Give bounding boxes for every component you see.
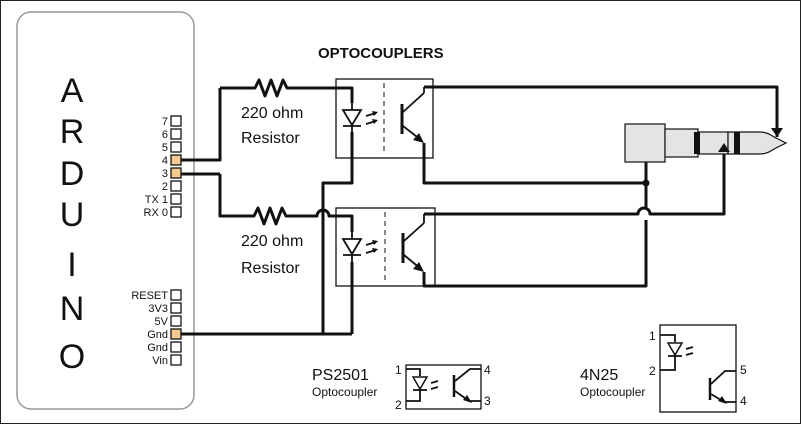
optocoupler-bottom <box>335 207 436 287</box>
pin-label-gnd: Gnd <box>147 342 168 354</box>
pin-gnd-1 <box>170 328 182 340</box>
pin-label-reset: RESET <box>131 290 168 302</box>
pin-label-3v3: 3V3 <box>148 303 168 315</box>
resistor-top-name: Resistor <box>241 130 300 147</box>
pin-reset <box>170 289 182 301</box>
optocoupler-top <box>335 78 434 159</box>
resistor-bottom-name: Resistor <box>241 260 300 277</box>
pin-gnd-2 <box>170 341 182 353</box>
arduino-board: A R D U I N O 7 6 5 4 3 2 TX 1 RX 0 RES <box>16 11 195 410</box>
ps2501-pin-2: 2 <box>395 398 402 412</box>
ps2501-legend: PS2501 Optocoupler 1 2 3 4 <box>312 363 491 412</box>
pin-vin <box>170 354 182 366</box>
audio-jack <box>624 123 788 187</box>
pin-label-5v: 5V <box>155 316 169 328</box>
4n25-name: 4N25 <box>580 367 618 384</box>
pin-label-3: 3 <box>162 168 168 180</box>
ps2501-pin-1: 1 <box>395 363 402 377</box>
4n25-type: Optocoupler <box>580 385 645 399</box>
resistor-bottom-value: 220 ohm <box>241 233 303 250</box>
4n25-pin-1: 1 <box>649 329 656 343</box>
power-pin-header: RESET 3V3 5V Gnd Gnd Vin <box>131 289 182 367</box>
pin-3v3 <box>170 302 182 314</box>
pin-label-5: 5 <box>162 142 168 154</box>
optocouplers-title: OPTOCOUPLERS <box>318 45 444 62</box>
pin-5v <box>170 315 182 327</box>
arduino-letter: O <box>59 338 85 376</box>
pin-label-vin: Vin <box>152 355 168 367</box>
4n25-pin-5: 5 <box>740 363 747 377</box>
pin-label-4: 4 <box>162 155 168 167</box>
4n25-pin-2: 2 <box>649 364 656 378</box>
pin-label-gnd: Gnd <box>147 329 168 341</box>
pin-5 <box>170 141 182 153</box>
pin-label-tx1: TX 1 <box>145 194 168 206</box>
ps2501-name: PS2501 <box>312 367 369 384</box>
pin-2 <box>170 180 182 192</box>
wiring <box>181 85 779 336</box>
arduino-letter: I <box>67 246 76 284</box>
arduino-letter: N <box>60 290 85 328</box>
pin-label-6: 6 <box>162 129 168 141</box>
ps2501-pin-3: 3 <box>484 394 491 408</box>
pin-label-rx0: RX 0 <box>144 207 168 219</box>
pin-6 <box>170 128 182 140</box>
arduino-letter: R <box>60 113 85 151</box>
ps2501-type: Optocoupler <box>312 385 377 399</box>
pin-label-7: 7 <box>162 116 168 128</box>
arduino-letter: D <box>60 155 85 193</box>
pin-label-2: 2 <box>162 181 168 193</box>
resistor-top: 220 ohm Resistor <box>220 78 354 147</box>
pin-3 <box>170 167 182 179</box>
pin-4 <box>170 154 182 166</box>
4n25-legend: 4N25 Optocoupler 1 2 4 5 <box>580 324 747 413</box>
ps2501-pin-4: 4 <box>484 363 491 377</box>
4n25-pin-4: 4 <box>740 394 747 408</box>
resistor-top-value: 220 ohm <box>241 105 303 122</box>
pin-7 <box>170 115 182 127</box>
arduino-letter: A <box>61 72 84 110</box>
arduino-letter: U <box>60 196 85 234</box>
pin-tx1 <box>170 193 182 205</box>
pin-rx0 <box>170 206 182 218</box>
resistor-bottom: 220 ohm Resistor <box>218 174 354 277</box>
digital-pin-header: 7 6 5 4 3 2 TX 1 RX 0 <box>144 115 182 219</box>
